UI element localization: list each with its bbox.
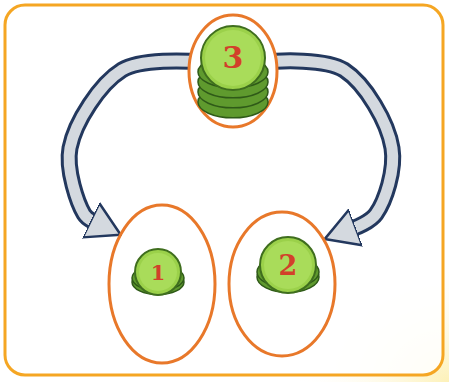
ring-node: 3: [186, 12, 280, 130]
arrow-outline: [276, 61, 392, 228]
orange-ring: [229, 212, 335, 356]
disc-top: [139, 253, 177, 291]
ring-outline: [226, 209, 338, 361]
green-disc: [260, 237, 316, 293]
orange-ring: [109, 205, 215, 363]
ring-node: 1: [106, 202, 218, 368]
arrow-body: [69, 61, 190, 221]
orange-ring: [189, 15, 277, 127]
arrow-outline: [69, 61, 190, 221]
disc-number: 2: [279, 252, 298, 279]
ring-outline: [106, 202, 218, 368]
disc-top: [264, 241, 312, 289]
green-disc: [201, 26, 265, 90]
rounded-frame: [5, 5, 443, 375]
disc-top: [205, 30, 261, 86]
arrow-body: [276, 61, 392, 228]
green-disc: [135, 249, 181, 295]
disc-number: 1: [151, 262, 166, 283]
ring-node: 2: [226, 209, 338, 361]
curved-arrow: [69, 61, 190, 221]
disc-number: 3: [223, 43, 244, 73]
curved-arrow: [276, 61, 392, 228]
